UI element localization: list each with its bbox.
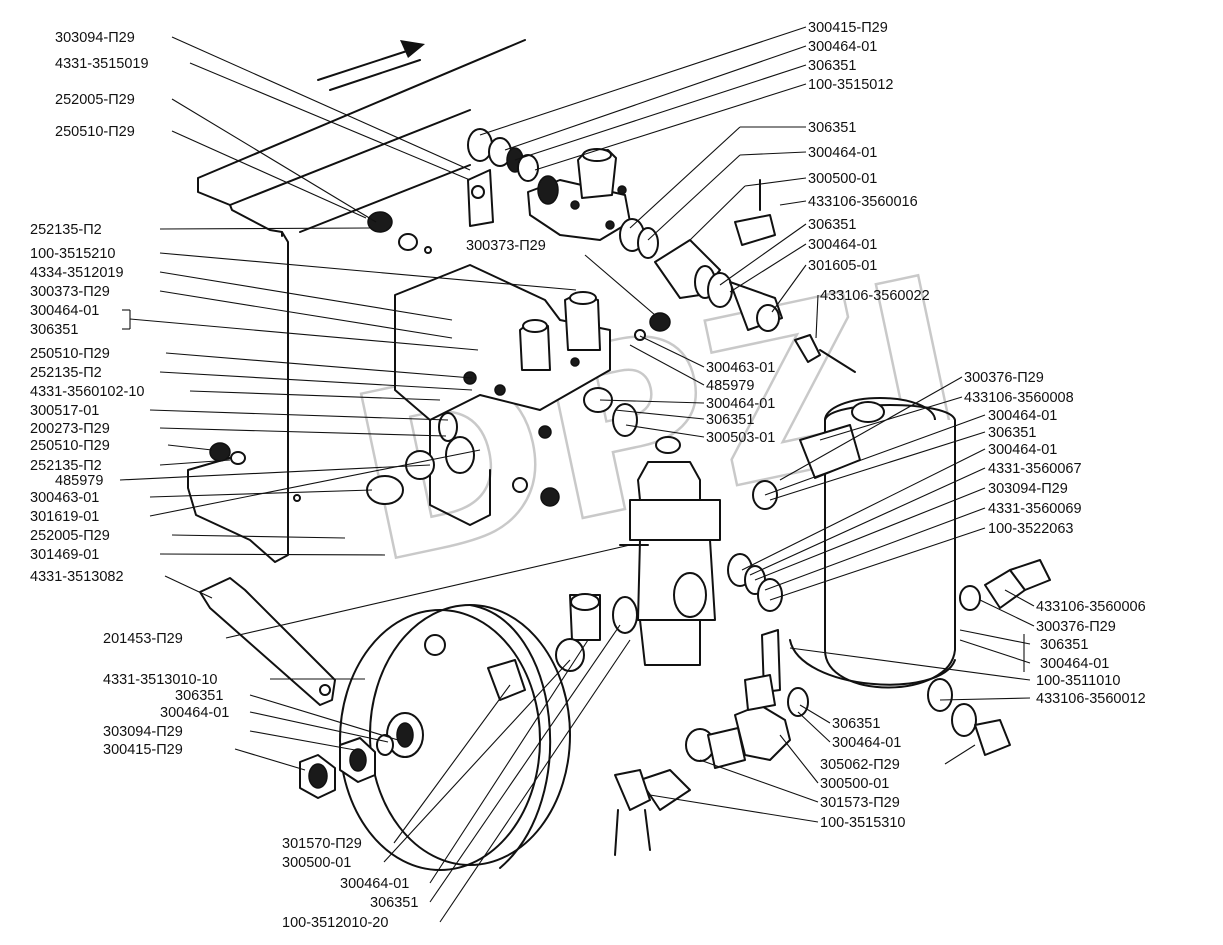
callout-label: 4331-3560069 (988, 501, 1082, 517)
callout-label: 300517-01 (30, 403, 99, 419)
central-valve-assembly (394, 264, 611, 526)
small-bracket-plate (467, 169, 494, 227)
callout-label: 433106-3560022 (820, 288, 930, 304)
callout-label: 303094-П29 (103, 724, 183, 740)
callout-label: 250510-П29 (30, 438, 110, 454)
callout-label: 301570-П29 (282, 836, 362, 852)
callout-label: 4331-3515019 (55, 56, 149, 72)
callout-label: 306351 (808, 58, 856, 74)
callout-label: 303094-П29 (988, 481, 1068, 497)
callout-label: 4331-3560067 (988, 461, 1082, 477)
callout-label: 250510-П29 (30, 346, 110, 362)
callout-label: 306351 (988, 425, 1036, 441)
callout-label: 252135-П2 (30, 222, 102, 238)
callout-label: 300464-01 (340, 876, 409, 892)
callout-label: 300464-01 (30, 303, 99, 319)
callout-label: 300463-01 (706, 360, 775, 376)
callout-label: 300373-П29 (30, 284, 110, 300)
callout-label: 301605-01 (808, 258, 877, 274)
callout-label: 300463-01 (30, 490, 99, 506)
callout-label: 306351 (808, 217, 856, 233)
callout-label: 300464-01 (160, 705, 229, 721)
mounting-bracket (187, 39, 526, 563)
callout-label: 306351 (175, 688, 223, 704)
callout-label: 300464-01 (808, 39, 877, 55)
callout-label: 300500-01 (820, 776, 889, 792)
callout-label: 306351 (832, 716, 880, 732)
callout-label: 300464-01 (1040, 656, 1109, 672)
callout-label: 300464-01 (706, 396, 775, 412)
callout-label: 252135-П2 (30, 458, 102, 474)
callout-label: 300464-01 (988, 442, 1057, 458)
callout-label: 300464-01 (832, 735, 901, 751)
callout-label: 306351 (1040, 637, 1088, 653)
callout-label: 252005-П29 (30, 528, 110, 544)
air-reservoir (752, 397, 1051, 756)
callout-label: 100-3515310 (820, 815, 905, 831)
callout-label: 100-3522063 (988, 521, 1073, 537)
callout-label: 300415-П29 (808, 20, 888, 36)
callout-label: 300376-П29 (964, 370, 1044, 386)
brake-chamber (339, 604, 571, 871)
callout-label: 250510-П29 (55, 124, 135, 140)
callout-label: 300415-П29 (103, 742, 183, 758)
callout-label: 4331-3560102-10 (30, 384, 145, 400)
callout-label: 4331-3513082 (30, 569, 124, 585)
leader-lines (119, 26, 1035, 923)
callout-label: 300500-01 (282, 855, 351, 871)
callout-label: 300376-П29 (1036, 619, 1116, 635)
callout-label: 100-3511010 (1036, 673, 1120, 689)
callout-label: 300464-01 (988, 408, 1057, 424)
callout-label: 301619-01 (30, 509, 99, 525)
right-top-fittings (654, 179, 856, 373)
assembly-drawing (187, 39, 1051, 871)
callout-label: 301469-01 (30, 547, 99, 563)
callout-label: 433106-3560008 (964, 390, 1074, 406)
callout-label: 306351 (808, 120, 856, 136)
callout-label: 100-3515210 (30, 246, 115, 262)
callout-label: 433106-3560006 (1036, 599, 1146, 615)
callout-label: 300373-П29 (466, 238, 546, 254)
callout-label: 4334-3512019 (30, 265, 124, 281)
callout-label: 4331-3513010-10 (103, 672, 218, 688)
reservoir-fittings (727, 553, 783, 693)
callout-label: 303094-П29 (55, 30, 135, 46)
pressure-regulator (555, 436, 721, 672)
callout-label: 301573-П29 (820, 795, 900, 811)
callout-label: 306351 (30, 322, 78, 338)
direction-arrow (317, 40, 425, 91)
callout-label: 433106-3560016 (808, 194, 918, 210)
callout-label: 252135-П2 (30, 365, 102, 381)
callout-label: 485979 (55, 473, 103, 489)
callout-label: 200273-П29 (30, 421, 110, 437)
callout-label: 305062-П29 (820, 757, 900, 773)
drain-valve (614, 674, 809, 856)
callout-label: 306351 (706, 412, 754, 428)
callout-label: 300503-01 (706, 430, 775, 446)
callout-label: 100-3515012 (808, 77, 893, 93)
lower-bracket (199, 577, 336, 706)
callout-label: 485979 (706, 378, 754, 394)
callout-label: 100-3512010-20 (282, 915, 388, 931)
callout-label: 306351 (370, 895, 418, 911)
callout-label: 300464-01 (808, 237, 877, 253)
callout-label: 252005-П29 (55, 92, 135, 108)
callout-label: 300464-01 (808, 145, 877, 161)
callout-label: 433106-3560012 (1036, 691, 1146, 707)
callout-label: 201453-П29 (103, 631, 183, 647)
callout-label: 300500-01 (808, 171, 877, 187)
callout-labels: 303094-П29 4331-3515019 252005-П29 25051… (30, 20, 1146, 931)
